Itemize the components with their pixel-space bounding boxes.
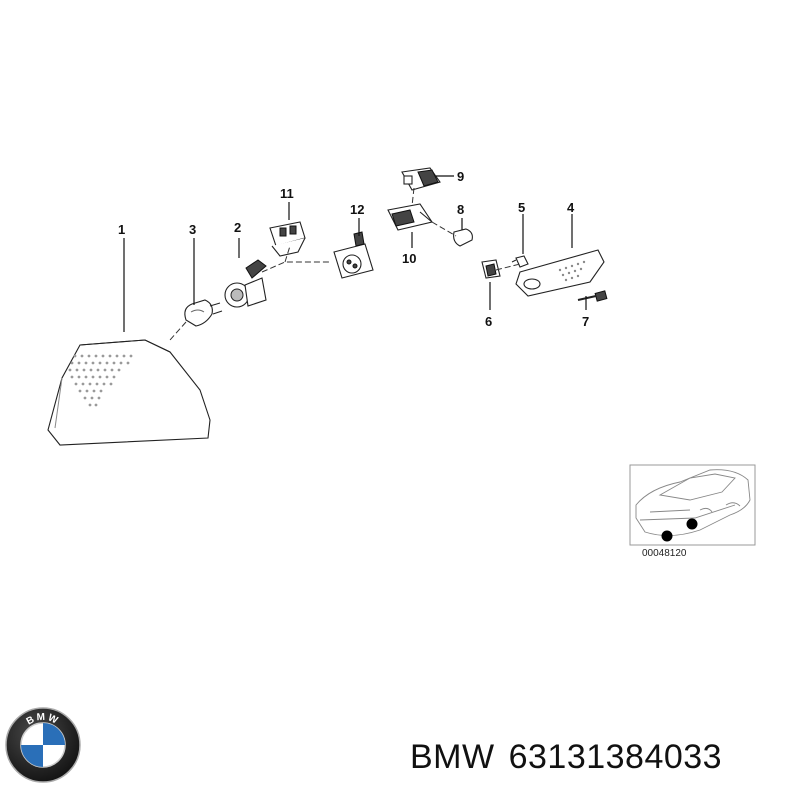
connector-part-12[interactable] [333,231,374,279]
callout-7: 7 [582,314,589,329]
diagram-reference-code: 00048120 [642,548,687,559]
location-inset [629,464,756,546]
location-marker [661,530,673,542]
callout-11: 11 [280,186,294,201]
connector-part-9[interactable] [401,167,441,191]
callout-1: 1 [118,222,125,237]
small-bulb-part[interactable] [453,228,473,247]
connector-part-10[interactable] [387,203,433,231]
callout-2: 2 [234,220,241,235]
leader-lines [123,175,587,332]
callout-12: 12 [350,202,364,217]
car-outline [635,469,751,536]
bulb-socket-part[interactable] [224,259,267,308]
callout-8: 8 [457,202,464,217]
wiring-lines [169,187,521,341]
svg-text:BMW: BMW [25,712,61,728]
side-socket-part[interactable] [481,259,501,279]
bmw-logo: BMW [5,707,81,783]
connector-part-11[interactable] [269,221,306,257]
callout-4: 4 [567,200,575,215]
side-marker-lamp-part[interactable] [515,249,605,297]
callout-5: 5 [518,200,525,215]
part-number: 63131384033 [508,738,723,776]
turn-signal-lens[interactable] [47,339,211,446]
callout-6: 6 [485,314,492,329]
callout-10: 10 [402,251,416,266]
brand-name: BMW [410,738,495,776]
callout-3: 3 [189,222,196,237]
location-marker [686,518,698,530]
bulb-part[interactable] [184,299,223,327]
part-number-line: BMW 63131384033 [410,738,736,777]
callout-9: 9 [457,169,464,184]
screw-part[interactable] [577,290,608,302]
